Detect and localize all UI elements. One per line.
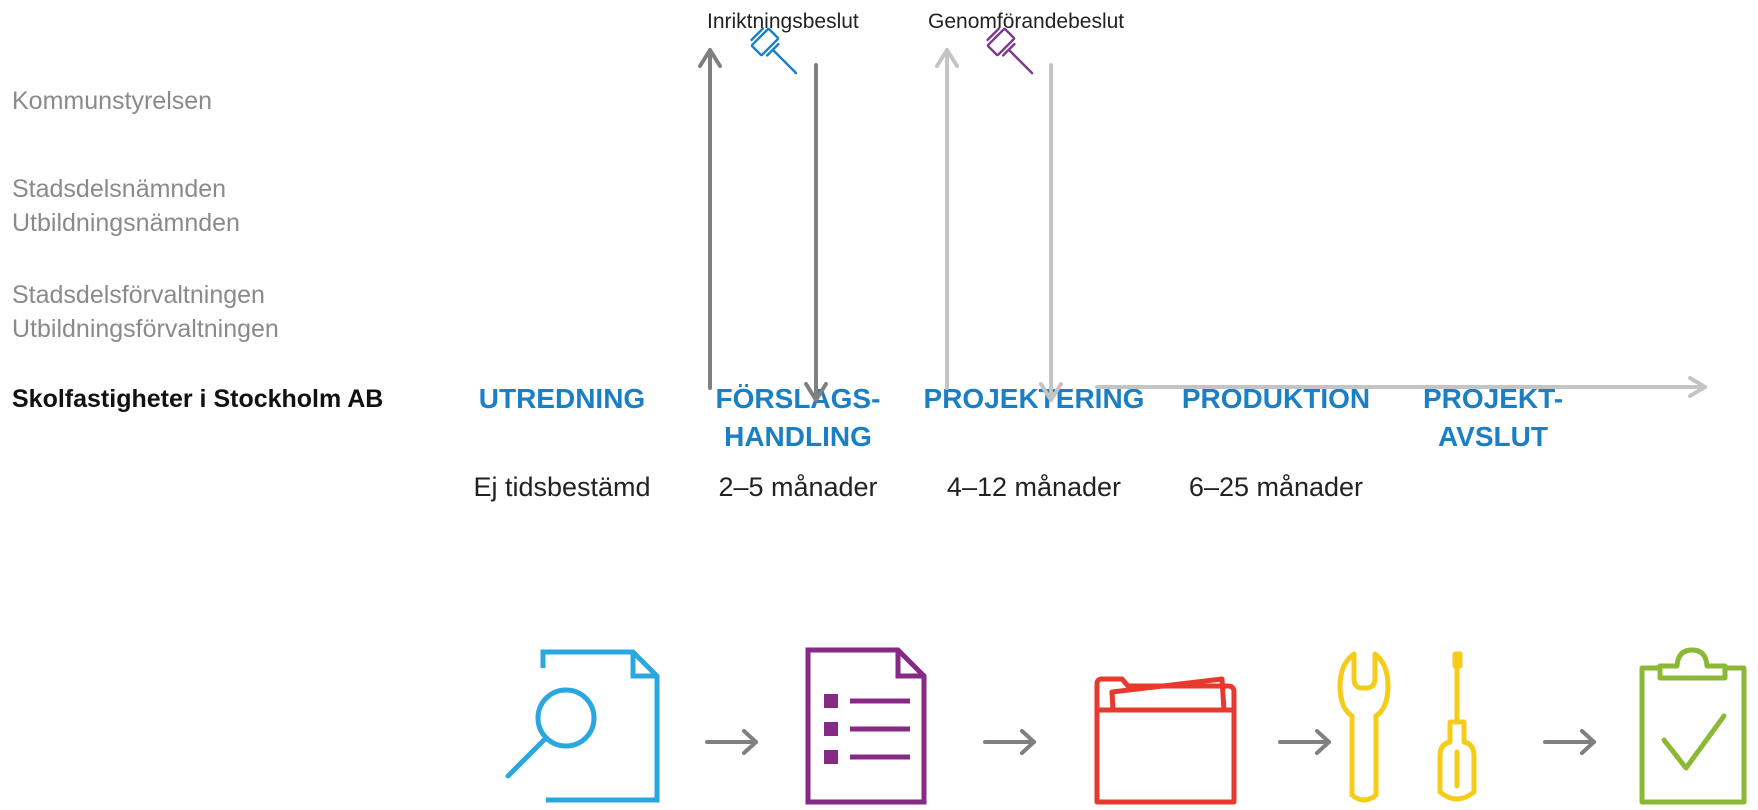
flow-arrow-3 bbox=[1278, 729, 1331, 755]
decision-genomforandebeslut: Genomförandebeslut bbox=[928, 10, 1125, 33]
arrow-up-utredning bbox=[698, 48, 722, 390]
phase-label-line1: FÖRSLAGS- bbox=[715, 383, 881, 414]
duration-projektering: 4–12 månader bbox=[946, 472, 1122, 502]
tools-icon bbox=[1337, 651, 1477, 803]
duration-produktion: 6–25 månader bbox=[1188, 472, 1364, 502]
flow-arrow-1 bbox=[705, 729, 758, 755]
clipboard-check-icon bbox=[1639, 647, 1747, 805]
level-utbildningsforvaltningen: Utbildningsförvaltningen bbox=[12, 315, 279, 343]
phase-utredning: UTREDNING bbox=[462, 380, 662, 418]
arrow-up-forslagshandling bbox=[935, 48, 959, 390]
folder-icon bbox=[1094, 676, 1237, 805]
document-list-icon bbox=[805, 647, 927, 805]
duration-utredning: Ej tidsbestämd bbox=[473, 472, 651, 502]
level-skolfastigheter: Skolfastigheter i Stockholm AB bbox=[12, 385, 384, 413]
gavel-icon bbox=[986, 27, 1034, 75]
phase-forslagshandling: FÖRSLAGS- HANDLING bbox=[698, 380, 898, 456]
flow-arrow-4 bbox=[1543, 729, 1596, 755]
level-stadsdelsforvaltningen: Stadsdelsförvaltningen bbox=[12, 281, 265, 309]
duration-forslagshandling: 2–5 månader bbox=[718, 472, 878, 502]
phase-label-line2: HANDLING bbox=[724, 421, 872, 452]
phase-label-line1: UTREDNING bbox=[478, 383, 646, 414]
level-utbildningsnamnden: Utbildningsnämnden bbox=[12, 209, 240, 237]
document-search-icon bbox=[505, 649, 660, 803]
arrow-right-timeline bbox=[1095, 376, 1707, 398]
phase-label-line2: AVSLUT bbox=[1438, 421, 1548, 452]
level-stadsdelsnamnden: Stadsdelsnämnden bbox=[12, 175, 227, 203]
arrow-down-forslagshandling bbox=[804, 63, 828, 402]
decision-inriktningsbeslut: Inriktningsbeslut bbox=[707, 10, 859, 33]
flow-arrow-2 bbox=[983, 729, 1036, 755]
arrow-down-projektering bbox=[1039, 63, 1063, 402]
gavel-icon bbox=[750, 27, 798, 75]
level-kommunstyrelsen: Kommunstyrelsen bbox=[12, 87, 213, 115]
